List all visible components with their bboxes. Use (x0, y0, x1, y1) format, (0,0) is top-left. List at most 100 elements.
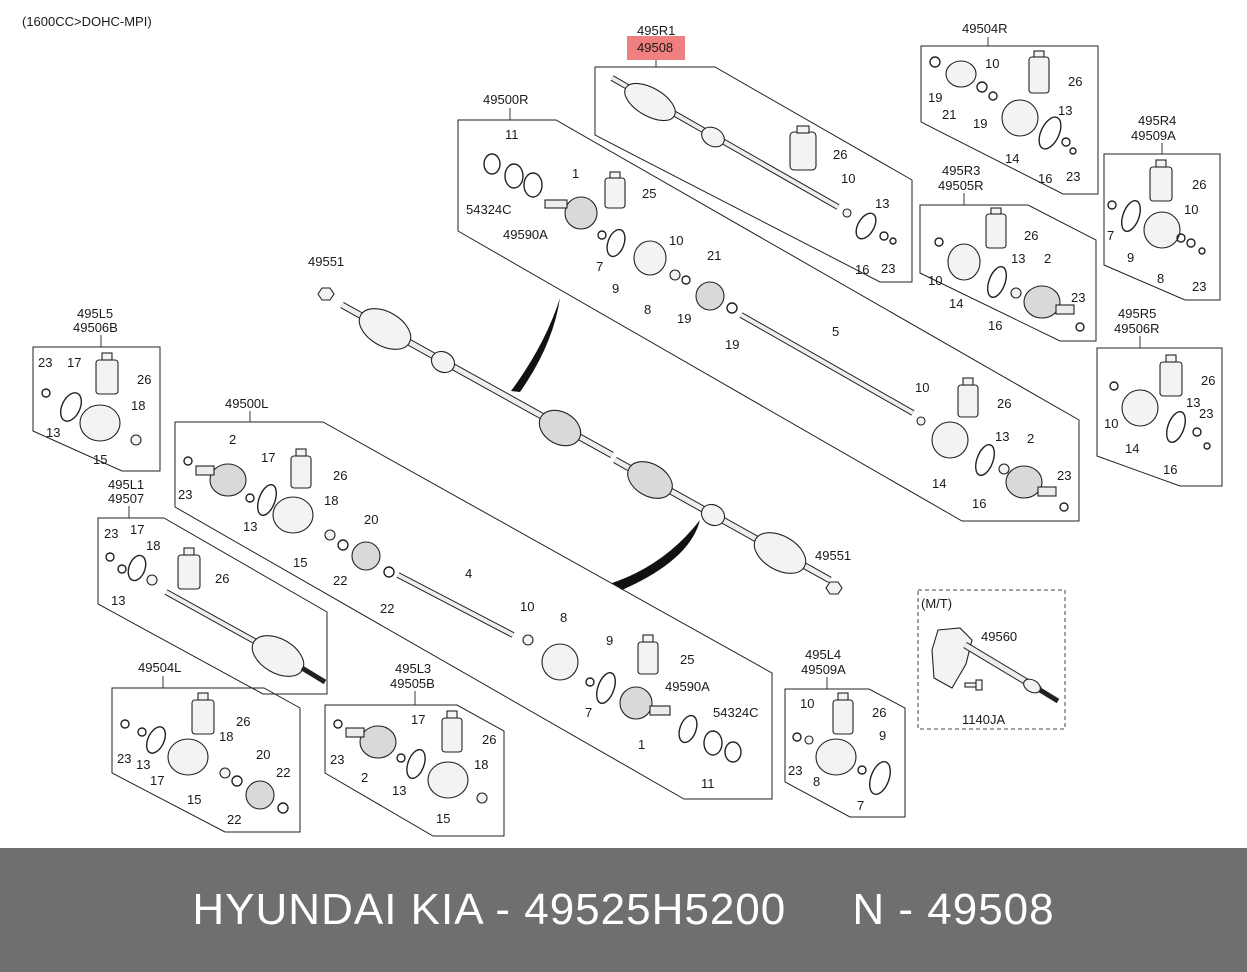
panel-495l1[interactable]: 495L1 49507 23 17 18 26 13 (97, 477, 328, 695)
callout-17: 17 (411, 712, 425, 727)
callout-10: 10 (985, 56, 999, 71)
panel-495l1-code-a: 495L1 (108, 477, 144, 492)
panel-mt-label: (M/T) (921, 596, 952, 611)
callout-20: 20 (256, 747, 270, 762)
callout-18: 18 (146, 538, 160, 553)
panel-495r5[interactable]: 495R5 49506R 26 13 23 10 14 16 (1096, 306, 1223, 487)
callout-13: 13 (136, 757, 150, 772)
footer-banner: HYUNDAI KIA - 49525H5200 N - 49508 (0, 848, 1247, 972)
callout-2: 2 (1027, 431, 1034, 446)
callout-26: 26 (833, 147, 847, 162)
callout-16: 16 (1038, 171, 1052, 186)
callout-8: 8 (644, 302, 651, 317)
callout-13: 13 (875, 196, 889, 211)
footer-text: HYUNDAI KIA - 49525H5200 N - 49508 (0, 848, 1247, 972)
callout-23: 23 (1199, 406, 1213, 421)
callout-9: 9 (1127, 250, 1134, 265)
callout-11: 11 (701, 776, 715, 791)
callout-23: 23 (1066, 169, 1080, 184)
panel-49504l[interactable]: 49504L 26 18 20 23 13 22 17 15 22 (111, 660, 301, 833)
callout-23: 23 (1192, 279, 1206, 294)
panel-49500l[interactable]: 49500L 2 17 26 23 18 20 13 15 (174, 396, 773, 800)
panel-495r3[interactable]: 495R3 49505R 26 13 2 10 23 14 16 (919, 163, 1097, 342)
callout-16: 16 (972, 496, 986, 511)
footer-alt-part-number: N - 49508 (852, 885, 1055, 934)
callout-23: 23 (330, 752, 344, 767)
callout-7: 7 (585, 705, 592, 720)
panel-495l3-code-b: 49505B (390, 676, 435, 691)
callout-21: 21 (942, 107, 956, 122)
main-drive-shaft-assembly: 49551 49551 (308, 254, 851, 595)
callout-9: 9 (879, 728, 886, 743)
callout-54324c: 54324C (713, 705, 759, 720)
callout-15: 15 (436, 811, 450, 826)
panel-49500r[interactable]: 49500R 11 1 25 54324C 49590A 10 21 (457, 92, 1080, 522)
callout-25: 25 (642, 186, 656, 201)
callout-26: 26 (872, 705, 886, 720)
callout-14: 14 (949, 296, 963, 311)
panel-495r4-code-a: 495R4 (1138, 113, 1176, 128)
callout-18: 18 (219, 729, 233, 744)
panel-495r1-code-b: 49508 (637, 40, 673, 55)
callout-17: 17 (261, 450, 275, 465)
panel-495l3[interactable]: 495L3 49505B 17 26 23 18 2 13 15 (324, 661, 505, 837)
panel-495l5[interactable]: 495L5 49506B 23 17 26 18 13 15 (32, 306, 161, 472)
callout-19: 19 (677, 311, 691, 326)
callout-23: 23 (788, 763, 802, 778)
panel-mt-code: 49560 (981, 629, 1017, 644)
panel-495r1[interactable]: 495R1 49508 26 10 13 16 23 (594, 23, 913, 283)
callout-23: 23 (1057, 468, 1071, 483)
callout-23: 23 (38, 355, 52, 370)
callout-10: 10 (928, 273, 942, 288)
panel-495r3-code-a: 495R3 (942, 163, 980, 178)
panel-49504r[interactable]: 49504R 19 10 26 21 19 13 14 16 23 (920, 21, 1099, 195)
panel-495r4[interactable]: 495R4 49509A 26 10 7 9 8 23 (1103, 113, 1221, 301)
callout-49590a: 49590A (665, 679, 710, 694)
callout-17: 17 (67, 355, 81, 370)
panel-495r3-code-b: 49505R (938, 178, 984, 193)
panel-495r5-code-b: 49506R (1114, 321, 1160, 336)
callout-14: 14 (932, 476, 946, 491)
callout-26: 26 (1192, 177, 1206, 192)
panel-495l5-code-b: 49506B (73, 320, 118, 335)
callout-13: 13 (46, 425, 60, 440)
panel-495r4-code-b: 49509A (1131, 128, 1176, 143)
callout-16: 16 (1163, 462, 1177, 477)
callout-7: 7 (857, 798, 864, 813)
callout-49590a: 49590A (503, 227, 548, 242)
callout-9: 9 (606, 633, 613, 648)
callout-16: 16 (855, 262, 869, 277)
callout-10: 10 (1184, 202, 1198, 217)
callout-19: 19 (725, 337, 739, 352)
panel-49504r-code: 49504R (962, 21, 1008, 36)
callout-26: 26 (1024, 228, 1038, 243)
callout-1: 1 (572, 166, 579, 181)
panel-mt-49560[interactable]: (M/T) 49560 1140JA (917, 589, 1066, 730)
callout-22: 22 (276, 765, 290, 780)
callout-7: 7 (1107, 228, 1114, 243)
callout-17: 17 (150, 773, 164, 788)
exploded-parts-diagram: (1600CC>DOHC-MPI) 495R1 49508 26 10 13 1… (22, 14, 1223, 837)
callout-15: 15 (187, 792, 201, 807)
callout-8: 8 (560, 610, 567, 625)
nut-49551-bottom-label: 49551 (815, 548, 851, 563)
callout-15: 15 (93, 452, 107, 467)
callout-26: 26 (1201, 373, 1215, 388)
panel-495l5-code-a: 495L5 (77, 306, 113, 321)
panel-495r5-code-a: 495R5 (1118, 306, 1156, 321)
panel-mt-bolt: 1140JA (962, 712, 1005, 727)
footer-brand-part-number: HYUNDAI KIA - 49525H5200 (192, 885, 787, 934)
callout-13: 13 (111, 593, 125, 608)
panel-495l4[interactable]: 495L4 49509A 10 26 9 23 8 7 (784, 647, 906, 818)
callout-23: 23 (881, 261, 895, 276)
callout-19: 19 (973, 116, 987, 131)
callout-26: 26 (333, 468, 347, 483)
callout-13: 13 (243, 519, 257, 534)
panel-495l4-code-b: 49509A (801, 662, 846, 677)
callout-10: 10 (669, 233, 683, 248)
callout-26: 26 (997, 396, 1011, 411)
callout-10: 10 (800, 696, 814, 711)
callout-22: 22 (333, 573, 347, 588)
grease-tube-icon (789, 131, 817, 171)
callout-14: 14 (1005, 151, 1019, 166)
